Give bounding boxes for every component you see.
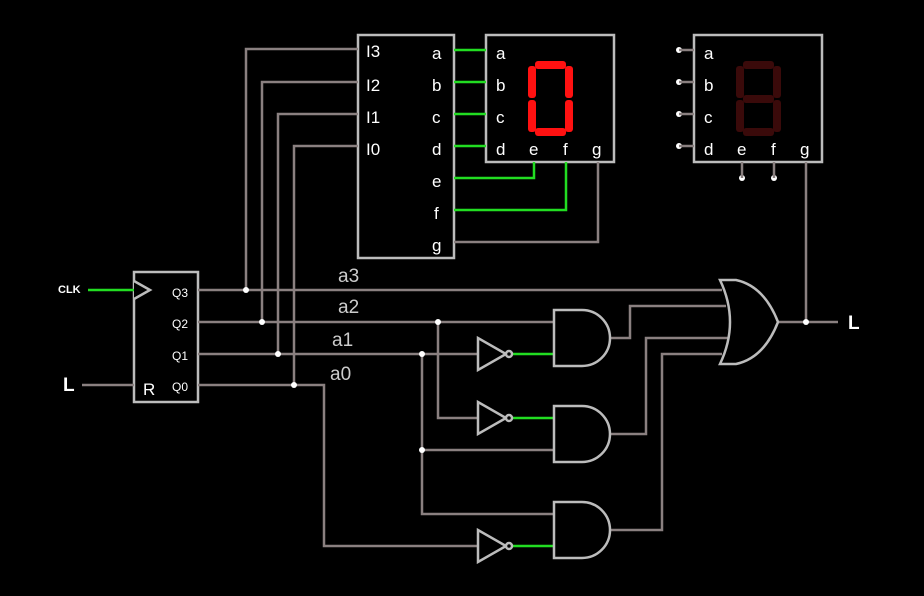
display2-pin-a: a <box>704 44 714 63</box>
not-gate-3[interactable] <box>476 527 514 565</box>
decoder-input-i0: I0 <box>366 140 380 159</box>
display2-pin-e: e <box>737 140 746 159</box>
display2-segment-c <box>773 100 781 132</box>
bus-a0 <box>198 383 478 548</box>
and-gate-1[interactable] <box>552 308 612 368</box>
display2-segment-e <box>736 100 744 132</box>
counter-output-q1: Q1 <box>172 349 188 363</box>
display2-pin-g: g <box>800 140 809 159</box>
display2-segment-g <box>743 95 774 103</box>
display2-pin-b: b <box>704 76 713 95</box>
bcd-decoder[interactable]: I3 I2 I1 I0 a b c d e f g <box>356 33 456 260</box>
and-gate-2[interactable] <box>552 404 612 464</box>
counter-reset-pin: R <box>143 380 155 399</box>
decoder-output-d: d <box>432 140 441 159</box>
signal-label-a0: a0 <box>330 364 351 385</box>
display1-pin-a: a <box>496 44 506 63</box>
seven-segment-display-2[interactable]: a b c d e f g <box>676 33 824 181</box>
display1-segment-d <box>535 128 566 136</box>
display2-pin-c: c <box>704 108 713 127</box>
decoder-input-i3: I3 <box>366 42 380 61</box>
or-gate[interactable] <box>718 278 780 366</box>
display1-pin-c: c <box>496 108 505 127</box>
decoder-output-g: g <box>432 236 441 255</box>
display1-pin-d: d <box>496 140 505 159</box>
display2-segment-f <box>736 66 744 98</box>
counter-output-q0: Q0 <box>172 380 188 394</box>
display1-segment-e <box>528 100 536 132</box>
display1-pin-f: f <box>563 140 568 159</box>
decoder-output-b: b <box>432 76 441 95</box>
display1-segment-c <box>565 100 573 132</box>
display2-segment-b <box>773 66 781 98</box>
decoder-input-wires <box>243 47 358 388</box>
counter-output-q2: Q2 <box>172 317 188 331</box>
signal-label-a2: a2 <box>338 297 359 318</box>
clock-input-label: CLK <box>58 284 81 296</box>
display1-pin-e: e <box>529 140 538 159</box>
decoder-output-a: a <box>432 44 442 63</box>
display1-pin-b: b <box>496 76 505 95</box>
counter-output-q3: Q3 <box>172 286 188 300</box>
seven-segment-display-1[interactable]: a b c d e f g <box>484 33 616 164</box>
counter-register[interactable]: Q3 Q2 Q1 Q0 R <box>132 270 200 404</box>
decoder-output-f: f <box>434 204 439 223</box>
clock-edge-icon <box>133 279 153 301</box>
and-gate-3[interactable] <box>552 500 612 560</box>
or-output-label: L <box>848 313 860 334</box>
display1-digit <box>528 61 573 136</box>
display2-segment-d <box>743 128 774 136</box>
decoder-output-e: e <box>432 172 441 191</box>
reset-input-label: L <box>63 375 75 396</box>
not-gate-2[interactable] <box>476 399 514 437</box>
display2-pin-d: d <box>704 140 713 159</box>
gate-network-wires <box>419 162 838 548</box>
display1-segment-a <box>535 61 566 69</box>
signal-bus: a3 a2 a1 a0 <box>198 266 722 548</box>
display2-digit <box>736 61 781 136</box>
decoder-display-wires <box>454 48 600 244</box>
not-gate-1[interactable] <box>476 335 514 373</box>
display1-pin-g: g <box>592 140 601 159</box>
display2-pin-f: f <box>771 140 776 159</box>
decoder-output-c: c <box>432 108 441 127</box>
display1-segment-f <box>528 66 536 98</box>
signal-label-a3: a3 <box>338 266 359 287</box>
signal-label-a1: a1 <box>332 330 353 351</box>
decoder-input-i2: I2 <box>366 76 380 95</box>
display2-segment-a <box>743 61 774 69</box>
display1-segment-b <box>565 66 573 98</box>
decoder-input-i1: I1 <box>366 108 380 127</box>
